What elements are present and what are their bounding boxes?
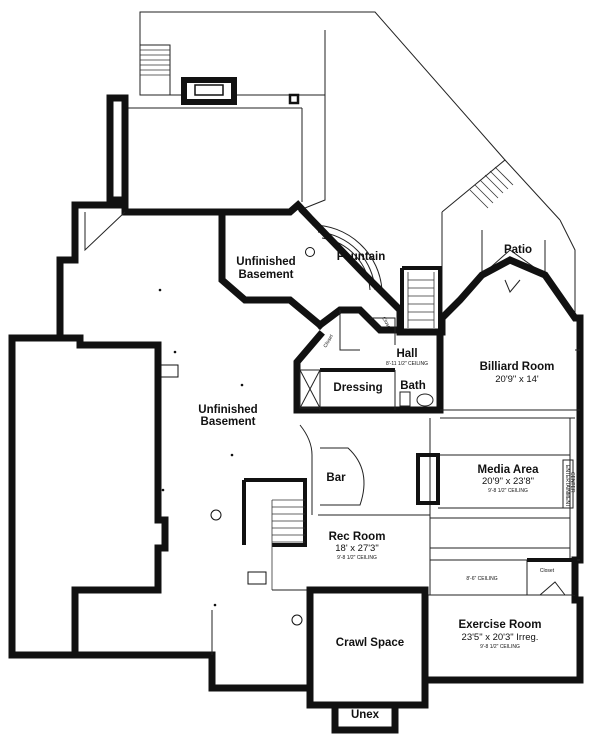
post-dot [240,383,244,387]
unfinished-basement-upper-label-2: Basement [239,269,294,281]
dressing-label: Dressing [333,382,382,394]
media-area-label: Media Area [478,464,540,476]
billiard-room-label: Billiard Room [480,361,555,373]
unfinished-basement-main-label-2: Basement [201,416,256,428]
fountain-label: Fountain [337,251,386,263]
patio-label: Patio [504,244,532,256]
stair-patio [441,159,561,221]
crawl-space-label: Crawl Space [336,637,404,649]
patio [441,212,576,318]
rec-room-label: Rec Room [329,531,386,543]
stair-fountain [400,266,442,334]
fireplace-icon [181,77,237,105]
closet-lower-walls [527,558,577,596]
rec-room-ceiling: 9'-8 1/2" CEILING [337,555,377,561]
upper-deck [127,11,506,211]
post-dot [230,453,234,457]
unfinished-basement-main-label-1: Unfinished [198,404,257,416]
media-area-dims: 20'9" x 23'8" [482,476,534,487]
column-icon [305,247,315,257]
post-dot [158,288,162,292]
post-dot [173,350,177,354]
unfinished-basement-upper-walls [218,208,332,330]
exercise-room-label: Exercise Room [458,619,541,631]
crawl-space-walls [306,586,429,734]
stair-main [242,478,307,590]
column-icon [210,509,222,521]
post-dot [161,488,165,492]
exercise-room-ceiling: 9'-8 1/2" CEILING [480,644,520,650]
bar-label: Bar [326,472,346,484]
post-dot [213,603,217,607]
entertainment-center-label-2: CENTER [569,472,575,493]
bar-counter [299,424,430,516]
closet-lower-label: Closet [540,568,555,574]
equipment-box [247,571,267,585]
equipment-box [159,364,179,378]
media-area-ceiling: 9'-8 1/2" CEILING [488,488,528,494]
bath-label: Bath [400,380,426,392]
entertainment-center-label-1: ENTERTAINMENT [564,465,570,507]
hall-label: Hall [396,348,417,360]
rec-room-dims: 18' x 27'3" [335,543,378,554]
labels: Unfinished Basement Fountain Patio Hall … [198,244,575,721]
unex-label: Unex [351,709,380,721]
unfinished-basement-upper-label-1: Unfinished [236,256,295,268]
exercise-room-dims: 23'5" x 20'3" Irreg. [462,632,539,643]
closet-small-label: Closet [323,333,336,349]
column-icon [291,614,303,626]
exterior-walls [8,200,584,684]
stair-top [139,44,171,96]
hallway-ceiling-label: 8'-6" CEILING [466,576,497,582]
hall-ceiling-label: 8'-11 1/2" CEILING [386,361,428,367]
interior-partitions [416,349,580,596]
post-icon [288,93,300,105]
core-walls [293,306,444,414]
billiard-room-dims: 20'9" x 14' [495,374,539,385]
